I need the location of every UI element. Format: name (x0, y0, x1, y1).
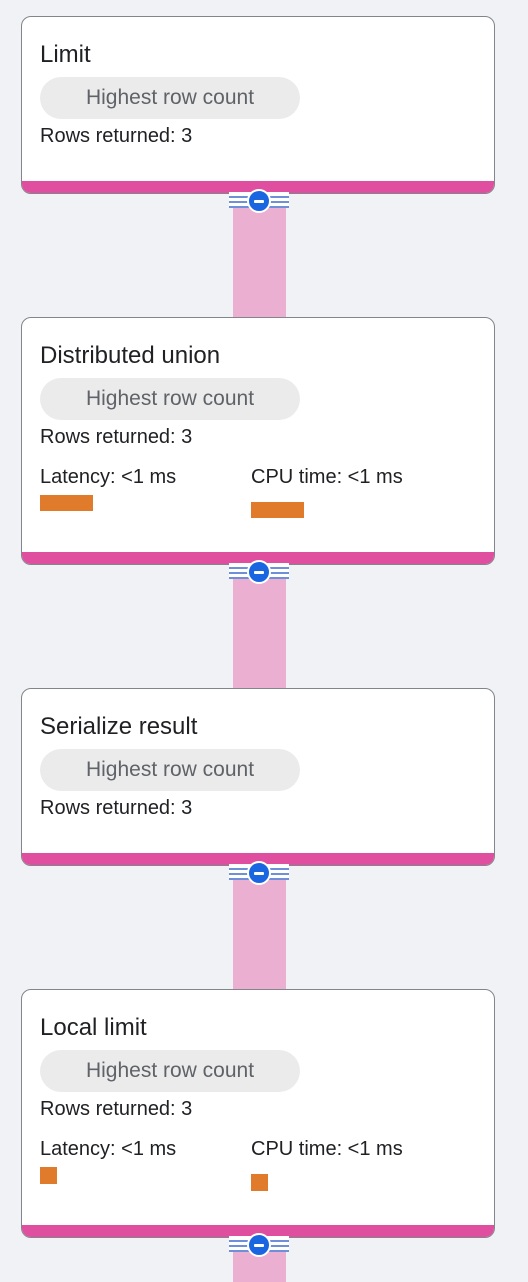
collapse-handle-limit[interactable] (229, 189, 289, 213)
connector-distributed-union-to-serialize-result (233, 562, 286, 694)
collapse-handle-serialize-result[interactable] (229, 861, 289, 885)
node-title: Limit (40, 41, 91, 68)
node-bottom-bar (22, 552, 494, 564)
node-title: Local limit (40, 1014, 147, 1041)
latency-bar (40, 1167, 57, 1184)
node-bottom-bar (22, 181, 494, 193)
plan-node-distributed-union[interactable]: Distributed union Highest row count Rows… (21, 317, 495, 565)
rows-returned: Rows returned: 3 (40, 797, 193, 819)
cpu-time-bar (251, 1174, 268, 1191)
collapse-minus-icon[interactable] (247, 560, 271, 584)
plan-node-serialize-result[interactable]: Serialize result Highest row count Rows … (21, 688, 495, 866)
collapse-minus-icon[interactable] (247, 189, 271, 213)
cpu-time-bar (251, 502, 304, 518)
node-title: Distributed union (40, 342, 221, 369)
latency-bar (40, 495, 93, 511)
plan-node-limit[interactable]: Limit Highest row count Rows returned: 3 (21, 16, 495, 194)
node-bottom-bar (22, 1225, 494, 1237)
highest-row-count-chip: Highest row count (40, 77, 300, 119)
collapse-minus-icon[interactable] (247, 861, 271, 885)
highest-row-count-chip: Highest row count (40, 378, 300, 420)
connector-serialize-result-to-local-limit (233, 863, 286, 995)
collapse-handle-distributed-union[interactable] (229, 560, 289, 584)
node-title: Serialize result (40, 713, 198, 740)
rows-returned: Rows returned: 3 (40, 1098, 193, 1120)
latency-label: Latency: <1 ms (40, 1138, 177, 1160)
cpu-time-label: CPU time: <1 ms (251, 466, 403, 488)
highest-row-count-chip: Highest row count (40, 1050, 300, 1092)
cpu-time-label: CPU time: <1 ms (251, 1138, 403, 1160)
latency-label: Latency: <1 ms (40, 466, 177, 488)
collapse-handle-local-limit[interactable] (229, 1233, 289, 1257)
node-bottom-bar (22, 853, 494, 865)
rows-returned: Rows returned: 3 (40, 426, 193, 448)
plan-node-local-limit[interactable]: Local limit Highest row count Rows retur… (21, 989, 495, 1238)
rows-returned: Rows returned: 3 (40, 125, 193, 147)
highest-row-count-chip: Highest row count (40, 749, 300, 791)
collapse-minus-icon[interactable] (247, 1233, 271, 1257)
